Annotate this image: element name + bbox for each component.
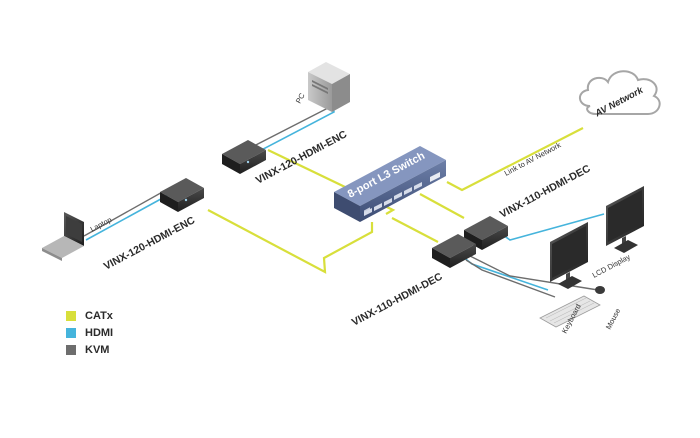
pc-label: PC bbox=[294, 91, 307, 105]
laptop: Laptop bbox=[42, 212, 113, 261]
kvm-laptop-to-enc bbox=[83, 189, 167, 237]
lcd-display-right bbox=[606, 186, 644, 253]
legend-item-catx: CATx bbox=[66, 309, 113, 323]
hdmi-swatch bbox=[66, 328, 76, 338]
mouse-icon bbox=[595, 286, 605, 294]
legend-label: KVM bbox=[85, 344, 110, 356]
lcd-display-left bbox=[550, 222, 588, 289]
kvm-dec-to-keyboard bbox=[465, 259, 556, 298]
keyboard-icon bbox=[539, 295, 601, 328]
cloud-icon bbox=[579, 70, 661, 115]
mouse-label: Mouse bbox=[604, 307, 623, 331]
av-network-cloud: AV Network bbox=[579, 70, 661, 120]
encoder-top bbox=[222, 140, 266, 174]
decoder-bottom-label: VINX-110-HDMI-DEC bbox=[350, 270, 445, 328]
legend-item-hdmi: HDMI bbox=[66, 326, 113, 340]
kvm-swatch bbox=[66, 345, 76, 355]
decoder-bottom bbox=[432, 234, 476, 268]
decoder-right bbox=[464, 216, 508, 250]
lcd-display-label: LCD Display bbox=[591, 252, 632, 280]
monitor-icon bbox=[606, 186, 644, 253]
catx-swatch bbox=[66, 311, 76, 321]
catx-cables bbox=[207, 127, 584, 274]
pc-icon bbox=[308, 62, 350, 112]
pc-tower: PC bbox=[294, 62, 350, 112]
catx-switch-to-enc-top bbox=[267, 149, 396, 215]
legend: CATx HDMI KVM bbox=[66, 309, 113, 360]
legend-label: HDMI bbox=[85, 327, 114, 339]
encoder-left bbox=[160, 178, 204, 212]
catx-switch-to-network bbox=[446, 127, 584, 192]
mouse: Mouse bbox=[595, 286, 622, 331]
legend-label: CATx bbox=[85, 310, 113, 322]
link-to-network-label: Link to AV Network bbox=[503, 140, 563, 178]
keyboard: Keyboard bbox=[539, 295, 601, 335]
switch-port-row bbox=[364, 172, 440, 216]
catx-switch-to-enc-left bbox=[207, 209, 374, 274]
monitor-icon bbox=[550, 222, 588, 289]
catx-switch-to-dec-bottom bbox=[391, 217, 439, 243]
legend-item-kvm: KVM bbox=[66, 343, 113, 357]
encoder-top-label: VINX-120-HDMI-ENC bbox=[254, 128, 350, 186]
laptop-icon bbox=[42, 212, 84, 261]
hdmi-laptop-to-enc bbox=[85, 193, 171, 241]
catx-switch-to-dec-right bbox=[419, 193, 465, 219]
